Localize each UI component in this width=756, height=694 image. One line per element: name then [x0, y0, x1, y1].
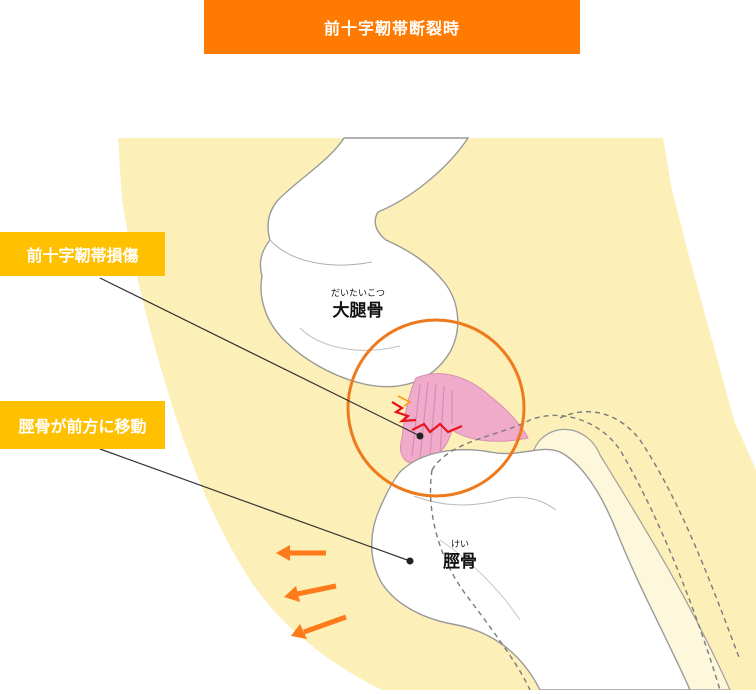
acl-leader-dot — [416, 432, 424, 440]
femur-condyle-line — [269, 239, 373, 266]
femur-label: だいたいこつ 大腿骨 — [313, 289, 403, 321]
acl-ligament — [400, 373, 529, 465]
tibia-plateau-line — [413, 495, 557, 511]
arrow-icon — [276, 545, 326, 561]
tibia-inner-line — [439, 539, 521, 621]
normal-fibula-outline — [559, 410, 741, 661]
joint-highlight-circle — [346, 318, 526, 498]
normal-tibia-outline — [429, 414, 721, 691]
femur-name: 大腿骨 — [332, 301, 384, 321]
tibia-bone — [371, 448, 692, 691]
tear-mark-accent — [397, 395, 412, 407]
forward-arrows — [276, 545, 347, 639]
tibia-leader-line — [99, 448, 411, 562]
tibia-forward-callout: 脛骨が前方に移動 — [0, 401, 165, 449]
femur-ruby: だいたいこつ — [330, 289, 385, 299]
tibia-leader-dot — [406, 557, 414, 565]
title-banner: 前十字靭帯断裂時 — [204, 0, 580, 54]
arrow-icon — [291, 614, 347, 639]
tibia-name: 脛骨 — [443, 552, 477, 572]
acl-leader-line — [99, 277, 421, 437]
tear-mark-upper — [391, 401, 417, 423]
tibia-label: けい 脛骨 — [420, 540, 500, 572]
acl-injury-callout: 前十字靭帯損傷 — [0, 232, 165, 276]
femur-inner-line — [299, 327, 401, 351]
femur-bone — [259, 137, 470, 388]
tear-mark-lower — [411, 422, 463, 434]
tibia-ruby: けい — [450, 540, 469, 550]
arrow-icon — [284, 583, 337, 602]
